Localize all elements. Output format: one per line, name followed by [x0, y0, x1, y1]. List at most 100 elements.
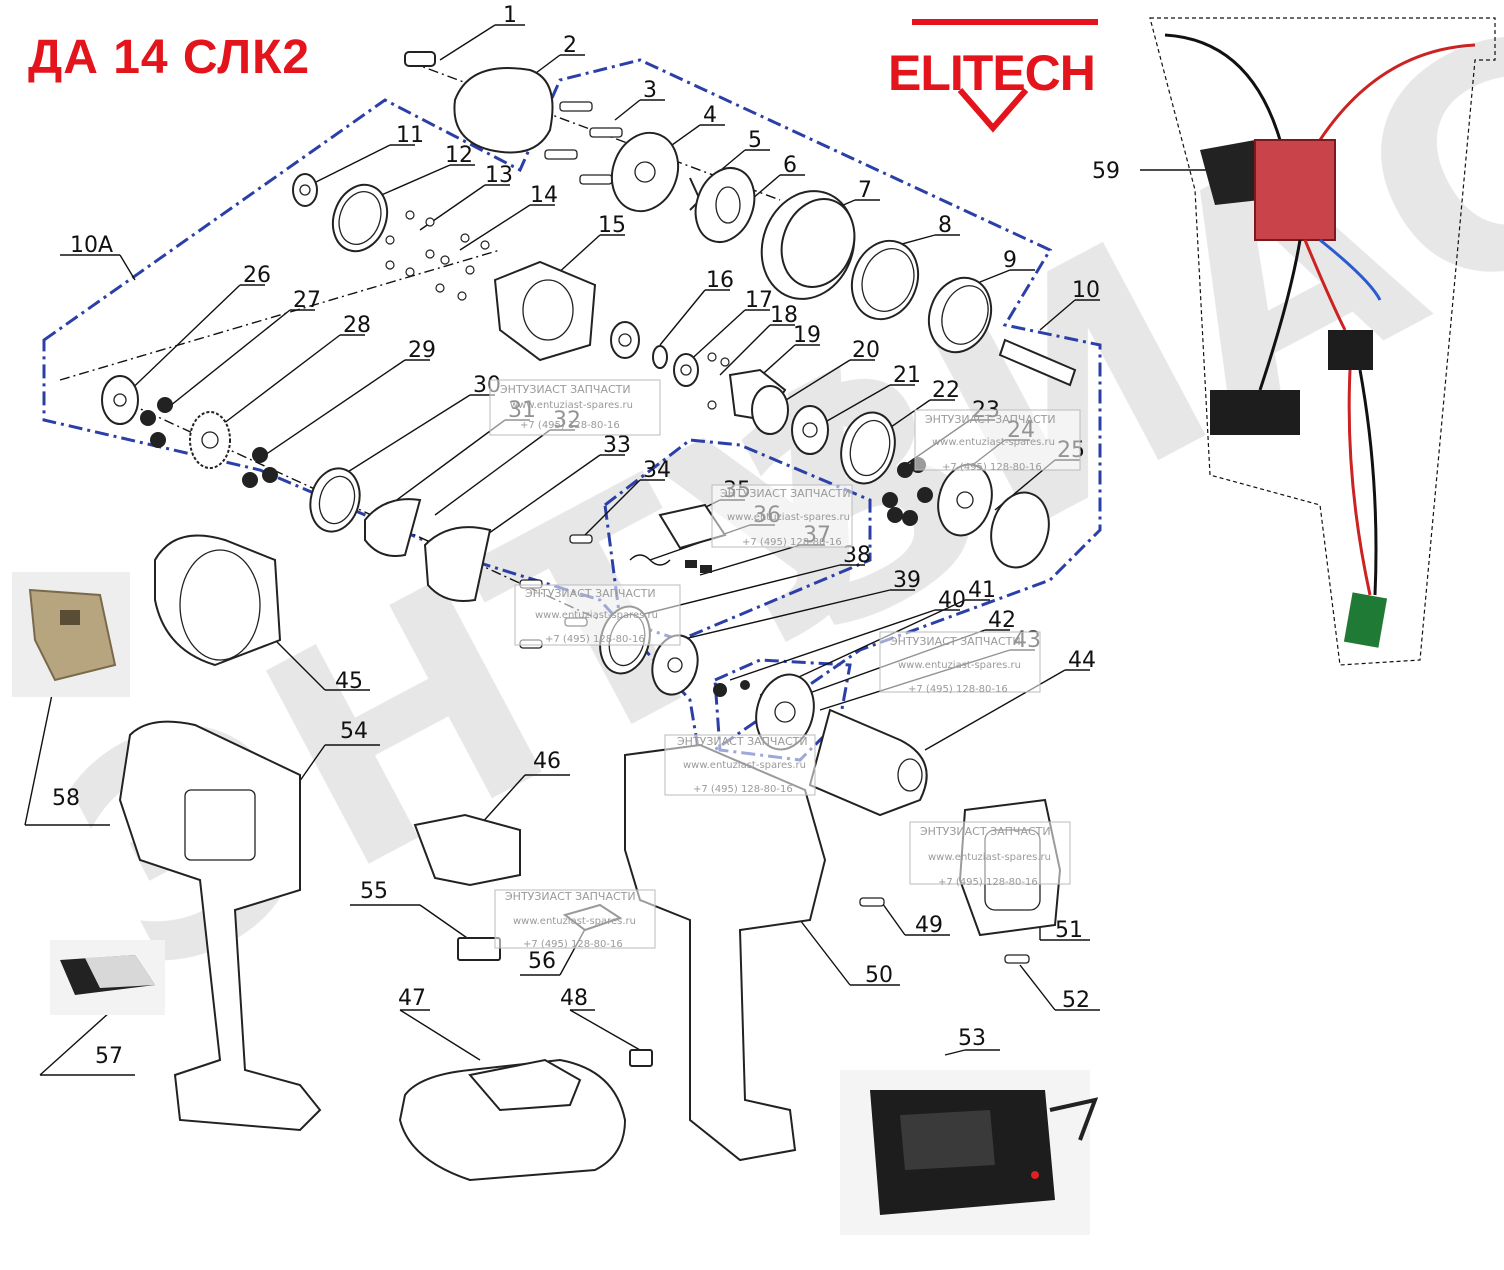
label-28: 28	[343, 313, 371, 338]
label-13: 13	[485, 163, 513, 188]
watermark-phone: +7 (495) 128-80-16	[523, 939, 623, 950]
part-41-gear	[713, 680, 750, 697]
label-26: 26	[243, 263, 271, 288]
watermark-name: ЭНТУЗИАСТ ЗАПЧАСТИ	[720, 487, 851, 500]
watermark-box: ЭНТУЗИАСТ ЗАПЧАСТИ www.entuziast-spares.…	[514, 584, 681, 646]
label-1: 1	[503, 3, 517, 28]
part-36-spring	[629, 554, 671, 566]
watermark-name: ЭНТУЗИАСТ ЗАПЧАСТИ	[925, 413, 1056, 426]
part-12-washer	[331, 183, 389, 253]
label-50: 50	[865, 963, 893, 988]
label-57: 57	[95, 1044, 123, 1069]
part-59-switch-photo	[1164, 33, 1476, 648]
watermark-site: www.entuziast-spares.ru	[510, 400, 633, 411]
watermark-name: ЭНТУЗИАСТ ЗАПЧАСТИ	[677, 735, 808, 748]
watermark-name: ЭНТУЗИАСТ ЗАПЧАСТИ	[890, 635, 1021, 648]
label-10: 10	[1072, 278, 1100, 303]
part-8-ring	[850, 239, 920, 321]
watermark-site: www.entuziast-spares.ru	[683, 760, 806, 771]
label-20: 20	[852, 338, 880, 363]
part-30-gears	[242, 447, 278, 488]
label-9: 9	[1003, 248, 1017, 273]
part-49-screw	[859, 897, 885, 907]
label-48: 48	[560, 986, 588, 1011]
label-19: 19	[793, 323, 821, 348]
part-52-screw	[1004, 954, 1030, 964]
part-48-clip	[629, 1049, 653, 1067]
part-26-ring	[990, 491, 1050, 569]
label-52: 52	[1062, 988, 1090, 1013]
part-16-bearing	[610, 321, 640, 359]
switch-assembly-frame	[1149, 17, 1496, 666]
part-40-washer	[651, 634, 699, 696]
label-21: 21	[893, 363, 921, 388]
label-15: 15	[598, 213, 626, 238]
label-40: 40	[938, 588, 966, 613]
watermark-phone: +7 (495) 128-80-16	[942, 462, 1042, 473]
watermark-box: ЭНТУЗИАСТ ЗАПЧАСТИ www.entuziast-spares.…	[879, 631, 1041, 695]
label-14: 14	[530, 183, 558, 208]
label-2: 2	[563, 33, 577, 58]
watermark-name: ЭНТУЗИАСТ ЗАПЧАСТИ	[500, 383, 631, 396]
watermark-name: ЭНТУЗИАСТ ЗАПЧАСТИ	[525, 587, 656, 600]
part-54-housing-half	[118, 720, 322, 1132]
part-21-gear	[751, 385, 789, 435]
part-22-disc	[791, 405, 829, 455]
label-55: 55	[360, 879, 388, 904]
label-29: 29	[408, 338, 436, 363]
brand-name: ELITECH	[888, 45, 1096, 101]
part-53-charger-photo	[840, 1070, 1099, 1235]
part-44-motor	[808, 708, 928, 817]
label-39: 39	[893, 568, 921, 593]
label-51: 51	[1055, 918, 1083, 943]
label-58: 58	[52, 786, 80, 811]
watermark-name: ЭНТУЗИАСТ ЗАПЧАСТИ	[505, 890, 636, 903]
part-25-washer	[937, 463, 993, 537]
part-1-screw	[404, 51, 436, 67]
label-47: 47	[398, 986, 426, 1011]
label-49: 49	[915, 913, 943, 938]
watermark-box: ЭНТУЗИАСТ ЗАПЧАСТИ www.entuziast-spares.…	[909, 821, 1071, 888]
label-5: 5	[748, 128, 762, 153]
part-46-switch-cover	[413, 813, 521, 887]
part-2-chuck-cover	[453, 67, 554, 154]
part-15-housing	[493, 260, 597, 362]
watermark-site: www.entuziast-spares.ru	[727, 512, 850, 523]
watermark-site: www.entuziast-spares.ru	[513, 916, 636, 927]
watermark-box: ЭНТУЗИАСТ ЗАПЧАСТИ www.entuziast-spares.…	[494, 889, 656, 950]
watermark-phone: +7 (495) 128-80-16	[742, 537, 842, 548]
label-42: 42	[988, 608, 1016, 633]
part-23-ring-gear	[840, 411, 896, 485]
watermark-box: ЭНТУЗИАСТ ЗАПЧАСТИ www.entuziast-spares.…	[664, 734, 816, 796]
label-46: 46	[533, 749, 561, 774]
watermark-phone: +7 (495) 128-80-16	[693, 784, 793, 795]
part-7-gear-housing	[760, 190, 856, 300]
label-10a: 10A	[70, 233, 113, 258]
watermark-site: www.entuziast-spares.ru	[535, 610, 658, 621]
label-27: 27	[293, 288, 321, 313]
watermark-phone: +7 (495) 128-80-16	[520, 420, 620, 431]
label-12: 12	[445, 143, 473, 168]
part-37-springs	[685, 560, 712, 573]
label-54: 54	[340, 719, 368, 744]
part-3-screws	[544, 101, 623, 185]
label-34: 34	[643, 458, 671, 483]
part-27-carrier	[101, 375, 139, 425]
label-59: 59	[1092, 159, 1120, 184]
label-17: 17	[745, 288, 773, 313]
label-45: 45	[335, 669, 363, 694]
part-33-housing	[423, 526, 492, 602]
label-22: 22	[932, 378, 960, 403]
label-11: 11	[396, 123, 424, 148]
watermark-phone: +7 (495) 128-80-16	[545, 634, 645, 645]
label-53: 53	[958, 1026, 986, 1051]
watermark-phone: +7 (495) 128-80-16	[938, 877, 1038, 888]
watermark-box: ЭНТУЗИАСТ ЗАПЧАСТИ www.entuziast-spares.…	[711, 484, 853, 548]
svg-text:ЗИАСТ: ЗИАСТ	[689, 0, 1504, 703]
part-9-spring	[927, 276, 993, 354]
brand-logo	[912, 19, 1098, 133]
label-44: 44	[1068, 648, 1096, 673]
part-31-ring-gear	[309, 467, 361, 533]
part-58-photo	[12, 572, 130, 697]
